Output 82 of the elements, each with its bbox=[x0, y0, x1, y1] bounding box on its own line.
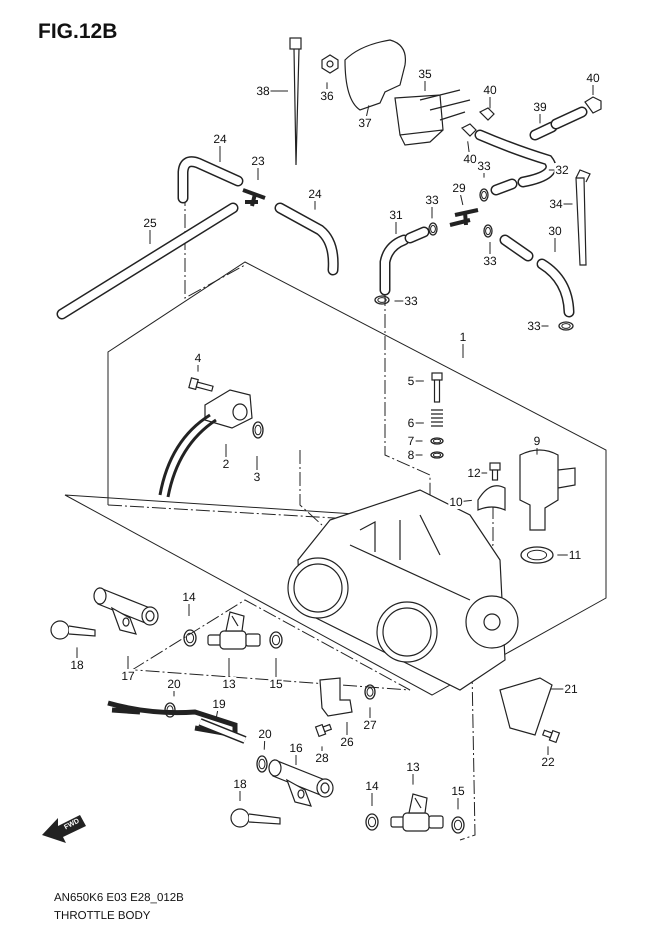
callout-number: 24 bbox=[307, 187, 323, 201]
callout-number: 20 bbox=[257, 727, 273, 741]
callout-number: 4 bbox=[194, 351, 202, 365]
callout-number: 40 bbox=[585, 71, 601, 85]
leader-line bbox=[228, 658, 230, 678]
callout-number: 39 bbox=[532, 100, 548, 114]
leader-line bbox=[270, 90, 288, 92]
callout-number: 33 bbox=[403, 294, 419, 308]
callout-number: 11 bbox=[568, 548, 582, 562]
callout-number: 40 bbox=[462, 152, 478, 166]
drawing-code: AN650K6 E03 E28_012B bbox=[54, 892, 184, 904]
callout-number: 33 bbox=[424, 193, 440, 207]
leader-line bbox=[346, 722, 348, 736]
leader-line bbox=[481, 472, 488, 474]
leader-line bbox=[188, 604, 190, 616]
callout-number: 21 bbox=[563, 682, 579, 696]
callout-number: 18 bbox=[232, 777, 248, 791]
leader-line bbox=[264, 740, 266, 750]
leader-line bbox=[592, 84, 594, 96]
figure-title: FIG.12B bbox=[38, 20, 118, 44]
leader-line bbox=[463, 500, 472, 502]
callout-number: 23 bbox=[250, 154, 266, 168]
callout-number: 31 bbox=[388, 208, 404, 222]
callout-number: 17 bbox=[120, 669, 136, 683]
leader-line bbox=[314, 200, 316, 210]
leader-line bbox=[366, 104, 370, 116]
leader-line bbox=[415, 454, 423, 456]
callout-number: 5 bbox=[406, 374, 416, 388]
leader-line bbox=[76, 646, 78, 658]
callout-number: 1 bbox=[458, 330, 468, 344]
callout-number: 10 bbox=[448, 495, 464, 509]
callout-number: 7 bbox=[406, 434, 416, 448]
leader-line bbox=[536, 448, 538, 456]
callout-number: 18 bbox=[69, 658, 85, 672]
callout-number: 40 bbox=[482, 83, 498, 97]
callout-number: 8 bbox=[406, 448, 416, 462]
callout-number: 28 bbox=[314, 751, 330, 765]
figure-caption: THROTTLE BODY bbox=[54, 910, 150, 922]
callout-number: 14 bbox=[364, 779, 380, 793]
callout-number: 3 bbox=[252, 470, 262, 484]
callout-number: 15 bbox=[268, 677, 284, 691]
callout-number: 13 bbox=[221, 677, 237, 691]
callout-number: 15 bbox=[450, 784, 466, 798]
leader-line bbox=[554, 238, 556, 252]
leader-line bbox=[394, 300, 404, 302]
leader-line bbox=[415, 422, 424, 424]
callout-number: 2 bbox=[222, 457, 230, 471]
callout-number: 30 bbox=[547, 224, 563, 238]
leader-line bbox=[460, 194, 464, 206]
callout-number: 6 bbox=[406, 416, 416, 430]
callout-number: 16 bbox=[288, 741, 304, 755]
leader-line bbox=[467, 140, 470, 152]
callout-number: 37 bbox=[357, 116, 373, 130]
callout-number: 26 bbox=[339, 735, 355, 749]
leader-line bbox=[415, 380, 424, 382]
callout-number: 13 bbox=[405, 760, 421, 774]
callout-number: 20 bbox=[166, 677, 182, 691]
callout-number: 33 bbox=[476, 159, 492, 173]
callout-number: 33 bbox=[526, 319, 542, 333]
leader-line bbox=[256, 456, 258, 470]
leader-line bbox=[550, 688, 564, 690]
callout-number: 19 bbox=[211, 697, 227, 711]
callout-number: 29 bbox=[451, 181, 467, 195]
callout-number: 34 bbox=[548, 197, 564, 211]
leader-line bbox=[326, 82, 328, 90]
callout-number: 32 bbox=[554, 163, 570, 177]
leader-line bbox=[556, 554, 568, 556]
leader-line bbox=[412, 774, 414, 786]
callout-number: 9 bbox=[532, 434, 542, 448]
callout-number: 27 bbox=[362, 718, 378, 732]
callout-number: 25 bbox=[142, 216, 158, 230]
leader-line bbox=[424, 80, 426, 92]
callout-number: 38 bbox=[255, 84, 271, 98]
callout-number: 36 bbox=[319, 89, 335, 103]
callout-number: 22 bbox=[540, 755, 556, 769]
callout-number: 14 bbox=[181, 590, 197, 604]
callout-number: 35 bbox=[417, 67, 433, 81]
callout-number: 24 bbox=[212, 132, 228, 146]
leader-line bbox=[415, 440, 423, 442]
callout-number: 33 bbox=[482, 254, 498, 268]
callout-number: 12 bbox=[466, 466, 482, 480]
leader-line bbox=[462, 344, 464, 358]
